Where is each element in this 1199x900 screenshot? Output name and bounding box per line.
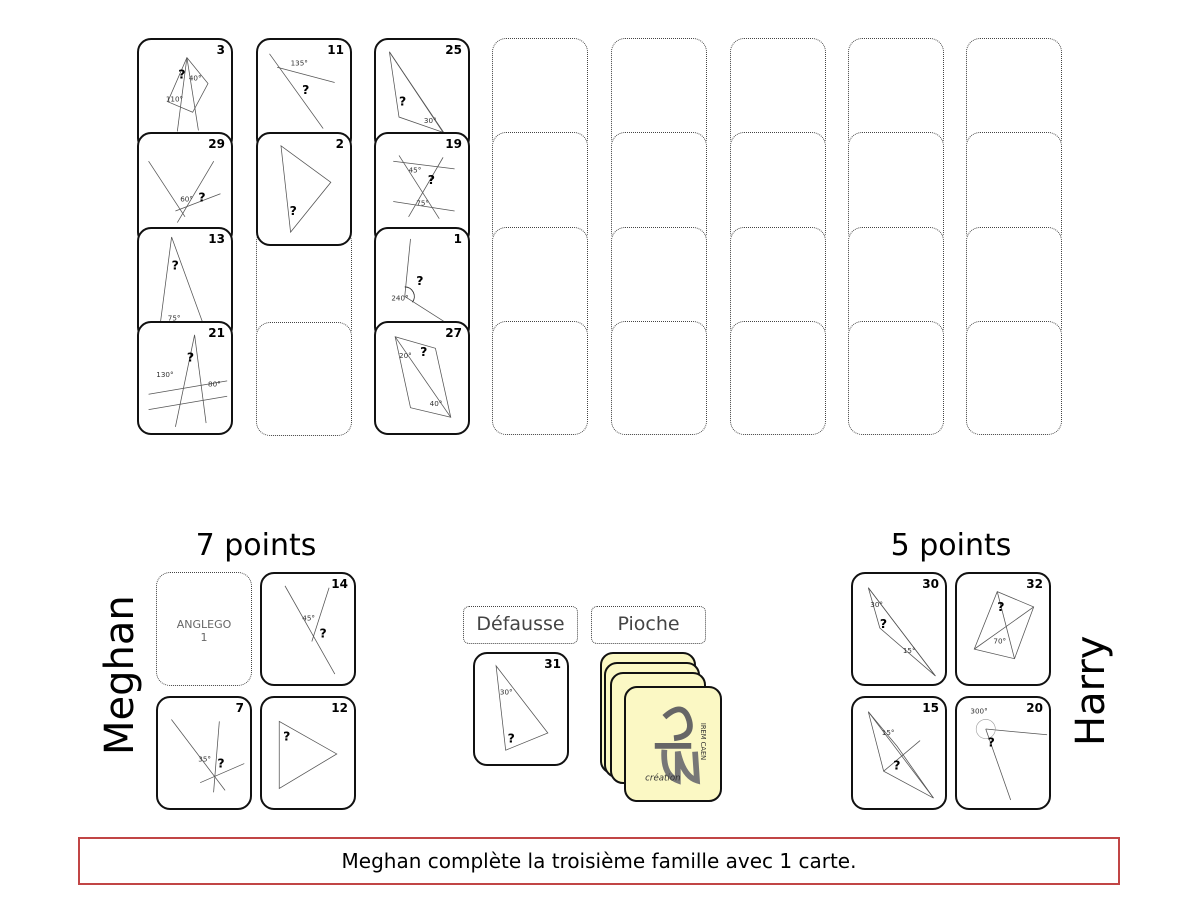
svg-text:?: ? xyxy=(880,616,887,631)
board-card-27[interactable]: ? 20° 40° 27 xyxy=(374,321,470,435)
harry-card-30[interactable]: 30° ? 15° 30 xyxy=(851,572,947,686)
question-mark: ? xyxy=(178,67,185,82)
board-slot[interactable] xyxy=(256,322,352,436)
svg-text:130°: 130° xyxy=(156,370,173,379)
harry-card-32[interactable]: ? 70° 32 xyxy=(955,572,1051,686)
harry-card-20[interactable]: 300° ? 20 xyxy=(955,696,1051,810)
irem-logo-icon: création IREM CAEN xyxy=(645,706,707,785)
board-card-2[interactable]: ? 2 xyxy=(256,132,352,246)
svg-text:30°: 30° xyxy=(424,116,437,125)
svg-text:15°: 15° xyxy=(882,728,895,737)
svg-text:60°: 60° xyxy=(180,194,193,203)
board-slot[interactable] xyxy=(492,321,588,435)
svg-text:?: ? xyxy=(416,273,423,288)
svg-text:45°: 45° xyxy=(409,166,422,175)
svg-text:?: ? xyxy=(217,755,224,770)
svg-text:?: ? xyxy=(988,734,995,749)
board-slot[interactable] xyxy=(611,321,707,435)
board-slot[interactable] xyxy=(730,321,826,435)
svg-text:80°: 80° xyxy=(208,380,221,389)
meghan-card-14[interactable]: 45° ? 14 xyxy=(260,572,356,686)
svg-text:?: ? xyxy=(997,599,1004,614)
svg-text:300°: 300° xyxy=(970,707,987,716)
svg-text:30°: 30° xyxy=(870,600,883,609)
svg-text:135°: 135° xyxy=(291,58,308,67)
meghan-score: 7 points xyxy=(195,528,317,563)
svg-text:?: ? xyxy=(428,172,435,187)
svg-text:110°: 110° xyxy=(166,95,183,104)
svg-text:15°: 15° xyxy=(903,646,916,655)
svg-text:?: ? xyxy=(893,757,900,772)
board-slot[interactable] xyxy=(848,321,944,435)
svg-text:75°: 75° xyxy=(168,313,181,322)
meghan-card-12[interactable]: ? 12 xyxy=(260,696,356,810)
discard-pile-label[interactable]: Défausse xyxy=(463,606,578,644)
svg-text:?: ? xyxy=(290,203,297,218)
svg-text:45°: 45° xyxy=(302,613,315,622)
meghan-name: Meghan xyxy=(97,595,143,755)
meghan-card-7[interactable]: 35° ? 7 xyxy=(156,696,252,810)
harry-score: 5 points xyxy=(890,528,1012,563)
draw-pile-label[interactable]: Pioche xyxy=(591,606,706,644)
discard-pile-card-31[interactable]: 30° ? 31 xyxy=(473,652,569,766)
svg-text:?: ? xyxy=(302,82,309,97)
svg-text:40°: 40° xyxy=(189,74,202,83)
svg-text:création: création xyxy=(645,772,680,783)
svg-text:30°: 30° xyxy=(500,688,513,697)
svg-text:?: ? xyxy=(198,189,205,204)
svg-text:IREM CAEN: IREM CAEN xyxy=(699,723,707,760)
svg-text:40°: 40° xyxy=(430,399,443,408)
board-card-21[interactable]: ? 130° 80° 21 xyxy=(137,321,233,435)
harry-card-15[interactable]: 15° ? 15 xyxy=(851,696,947,810)
svg-text:?: ? xyxy=(187,350,194,365)
svg-text:20°: 20° xyxy=(399,351,412,360)
status-message: Meghan complète la troisième famille ave… xyxy=(78,837,1120,885)
svg-text:?: ? xyxy=(508,731,515,746)
draw-pile-top[interactable]: création IREM CAEN xyxy=(624,686,722,802)
harry-name: Harry xyxy=(1068,635,1114,746)
svg-text:?: ? xyxy=(420,344,427,359)
meghan-placeholder-card: ANGLEGO 1 xyxy=(156,572,252,686)
svg-text:35°: 35° xyxy=(198,755,211,764)
svg-text:?: ? xyxy=(399,94,406,109)
svg-text:?: ? xyxy=(320,626,327,641)
card-number: 3 xyxy=(216,43,225,57)
svg-text:?: ? xyxy=(283,729,290,744)
svg-text:75°: 75° xyxy=(416,198,429,207)
svg-text:?: ? xyxy=(172,258,179,273)
board-slot[interactable] xyxy=(966,321,1062,435)
svg-text:240°: 240° xyxy=(391,293,408,302)
svg-text:70°: 70° xyxy=(993,636,1006,645)
